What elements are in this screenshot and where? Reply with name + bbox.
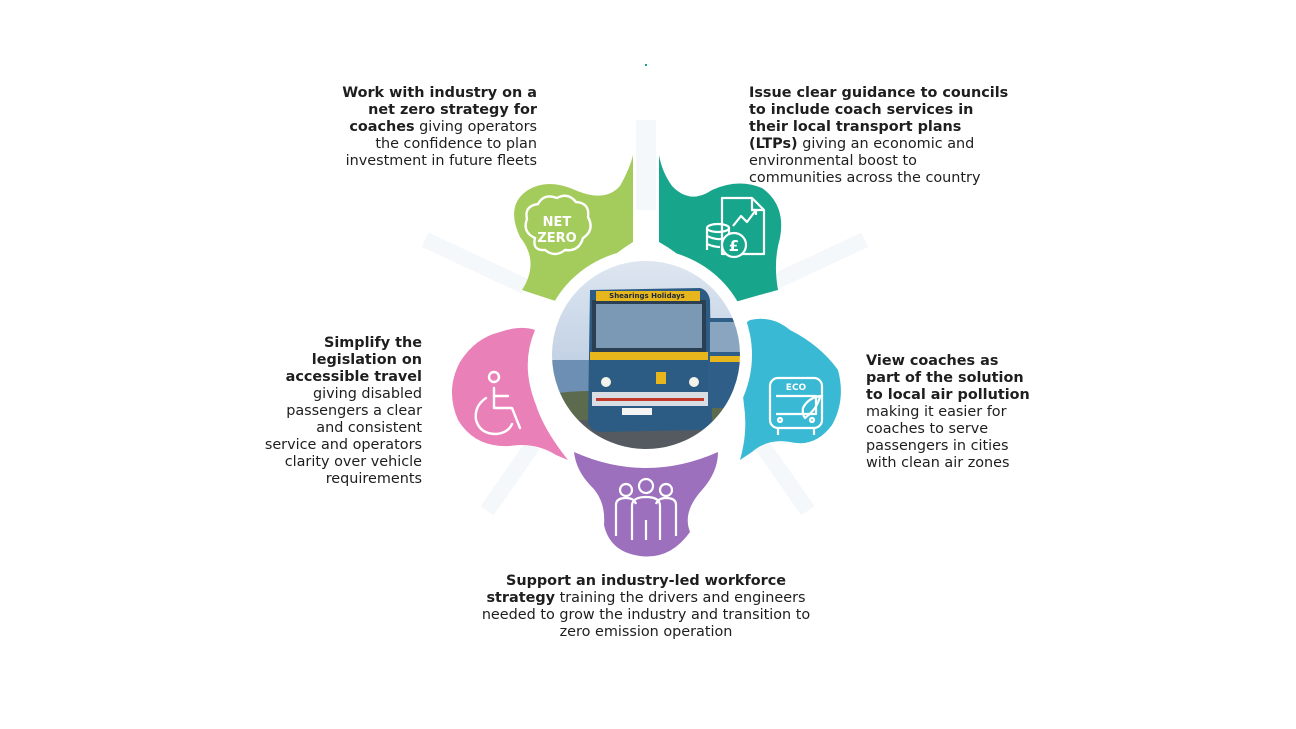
workforce-text: Support an industry-led workforce strate… xyxy=(480,573,812,641)
air-title: View coaches as part of the solution to … xyxy=(866,353,1030,403)
petal-accessible xyxy=(451,327,568,460)
net-zero-text: Work with industry on a net zero strateg… xyxy=(337,85,537,170)
workforce-group-icon xyxy=(614,477,678,540)
accessible-description: giving disabled passengers a clear and c… xyxy=(264,386,422,487)
accessible-text: Simplify the legislation on accessible t… xyxy=(262,335,422,488)
coach-sign: Shearings Holidays xyxy=(609,292,685,300)
net-zero-description: giving operators the confidence to plan … xyxy=(345,119,537,169)
net-zero-title: Work with industry on a net zero strateg… xyxy=(342,85,537,135)
eco-coach-icon xyxy=(768,376,824,435)
hub-photo-border xyxy=(550,259,742,451)
petal-net-zero xyxy=(514,155,633,305)
net-zero-icon-line2: ZERO xyxy=(537,231,576,246)
workforce-title: Support an industry-led workforce strate… xyxy=(486,573,787,606)
air-text: View coaches as part of the solution to … xyxy=(866,353,1036,472)
pound-symbol: £ xyxy=(729,237,739,255)
petal-workforce xyxy=(574,452,718,557)
air-description: making it easier for coaches to serve pa… xyxy=(866,404,1010,471)
top-marker xyxy=(645,64,647,66)
petal-ltp xyxy=(659,155,782,305)
net-zero-cloud-icon xyxy=(524,194,592,256)
petal-air xyxy=(728,318,841,460)
coins-and-chart-document-icon xyxy=(705,196,766,259)
workforce-description: training the drivers and engineers neede… xyxy=(481,590,811,640)
ltp-title: Issue clear guidance to councils to incl… xyxy=(749,85,1009,152)
eco-icon-label: ECO xyxy=(786,383,807,393)
ltp-text: Issue clear guidance to councils to incl… xyxy=(749,85,1011,187)
ltp-description: giving an economic and environmental boo… xyxy=(749,136,981,186)
wheelchair-icon xyxy=(474,370,522,436)
accessible-title: Simplify the legislation on accessible t… xyxy=(285,335,422,385)
glow-spokes xyxy=(421,120,869,516)
net-zero-icon-line1: NET xyxy=(543,215,572,230)
